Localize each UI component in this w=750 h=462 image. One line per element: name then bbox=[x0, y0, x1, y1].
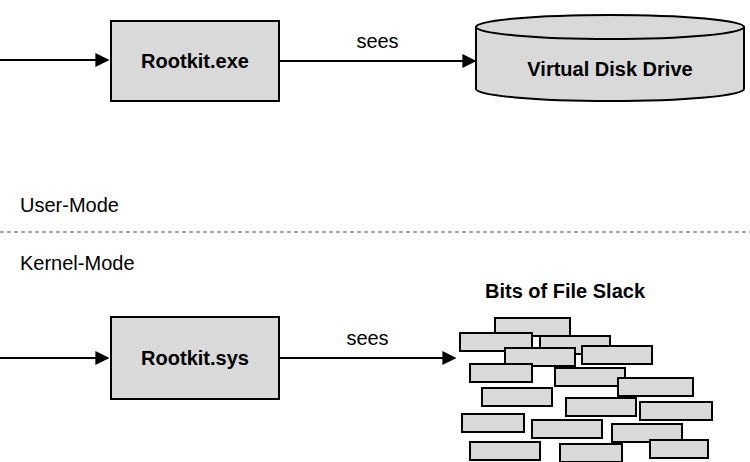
mode-divider bbox=[0, 231, 750, 232]
slack-brick bbox=[482, 388, 552, 406]
cylinder-top bbox=[476, 15, 744, 39]
incoming-arrow bbox=[0, 59, 108, 61]
incoming-arrow bbox=[0, 357, 108, 359]
sees-arrow bbox=[280, 60, 475, 62]
mode-label: Kernel-Mode bbox=[20, 252, 135, 275]
slack-brick bbox=[470, 364, 532, 382]
node-label: Rootkit.sys bbox=[141, 346, 249, 370]
slack-brick bbox=[640, 402, 712, 420]
slack-brick bbox=[582, 346, 652, 364]
process-box: Rootkit.sys bbox=[110, 316, 280, 400]
file-slack-bricks bbox=[460, 318, 712, 462]
slack-brick bbox=[532, 420, 602, 438]
slack-brick bbox=[462, 414, 524, 432]
process-box: Rootkit.exe bbox=[110, 20, 280, 102]
illustration-heading: Bits of File Slack bbox=[485, 279, 645, 303]
disk-cylinder: Virtual Disk Drive bbox=[475, 14, 745, 102]
sees-arrow bbox=[280, 357, 455, 359]
slack-brick bbox=[555, 368, 625, 386]
node-label: Rootkit.exe bbox=[141, 49, 249, 73]
slack-brick bbox=[470, 442, 540, 460]
slack-brick bbox=[566, 398, 636, 416]
edge-label: sees bbox=[354, 30, 400, 53]
node-label: Virtual Disk Drive bbox=[527, 57, 692, 81]
edge-label: sees bbox=[344, 327, 390, 350]
slack-brick bbox=[618, 378, 693, 396]
file-slack-pile: Bits of File Slack bbox=[455, 279, 720, 462]
slack-brick bbox=[560, 444, 622, 462]
mode-label: User-Mode bbox=[20, 194, 119, 217]
slack-brick bbox=[650, 440, 708, 458]
